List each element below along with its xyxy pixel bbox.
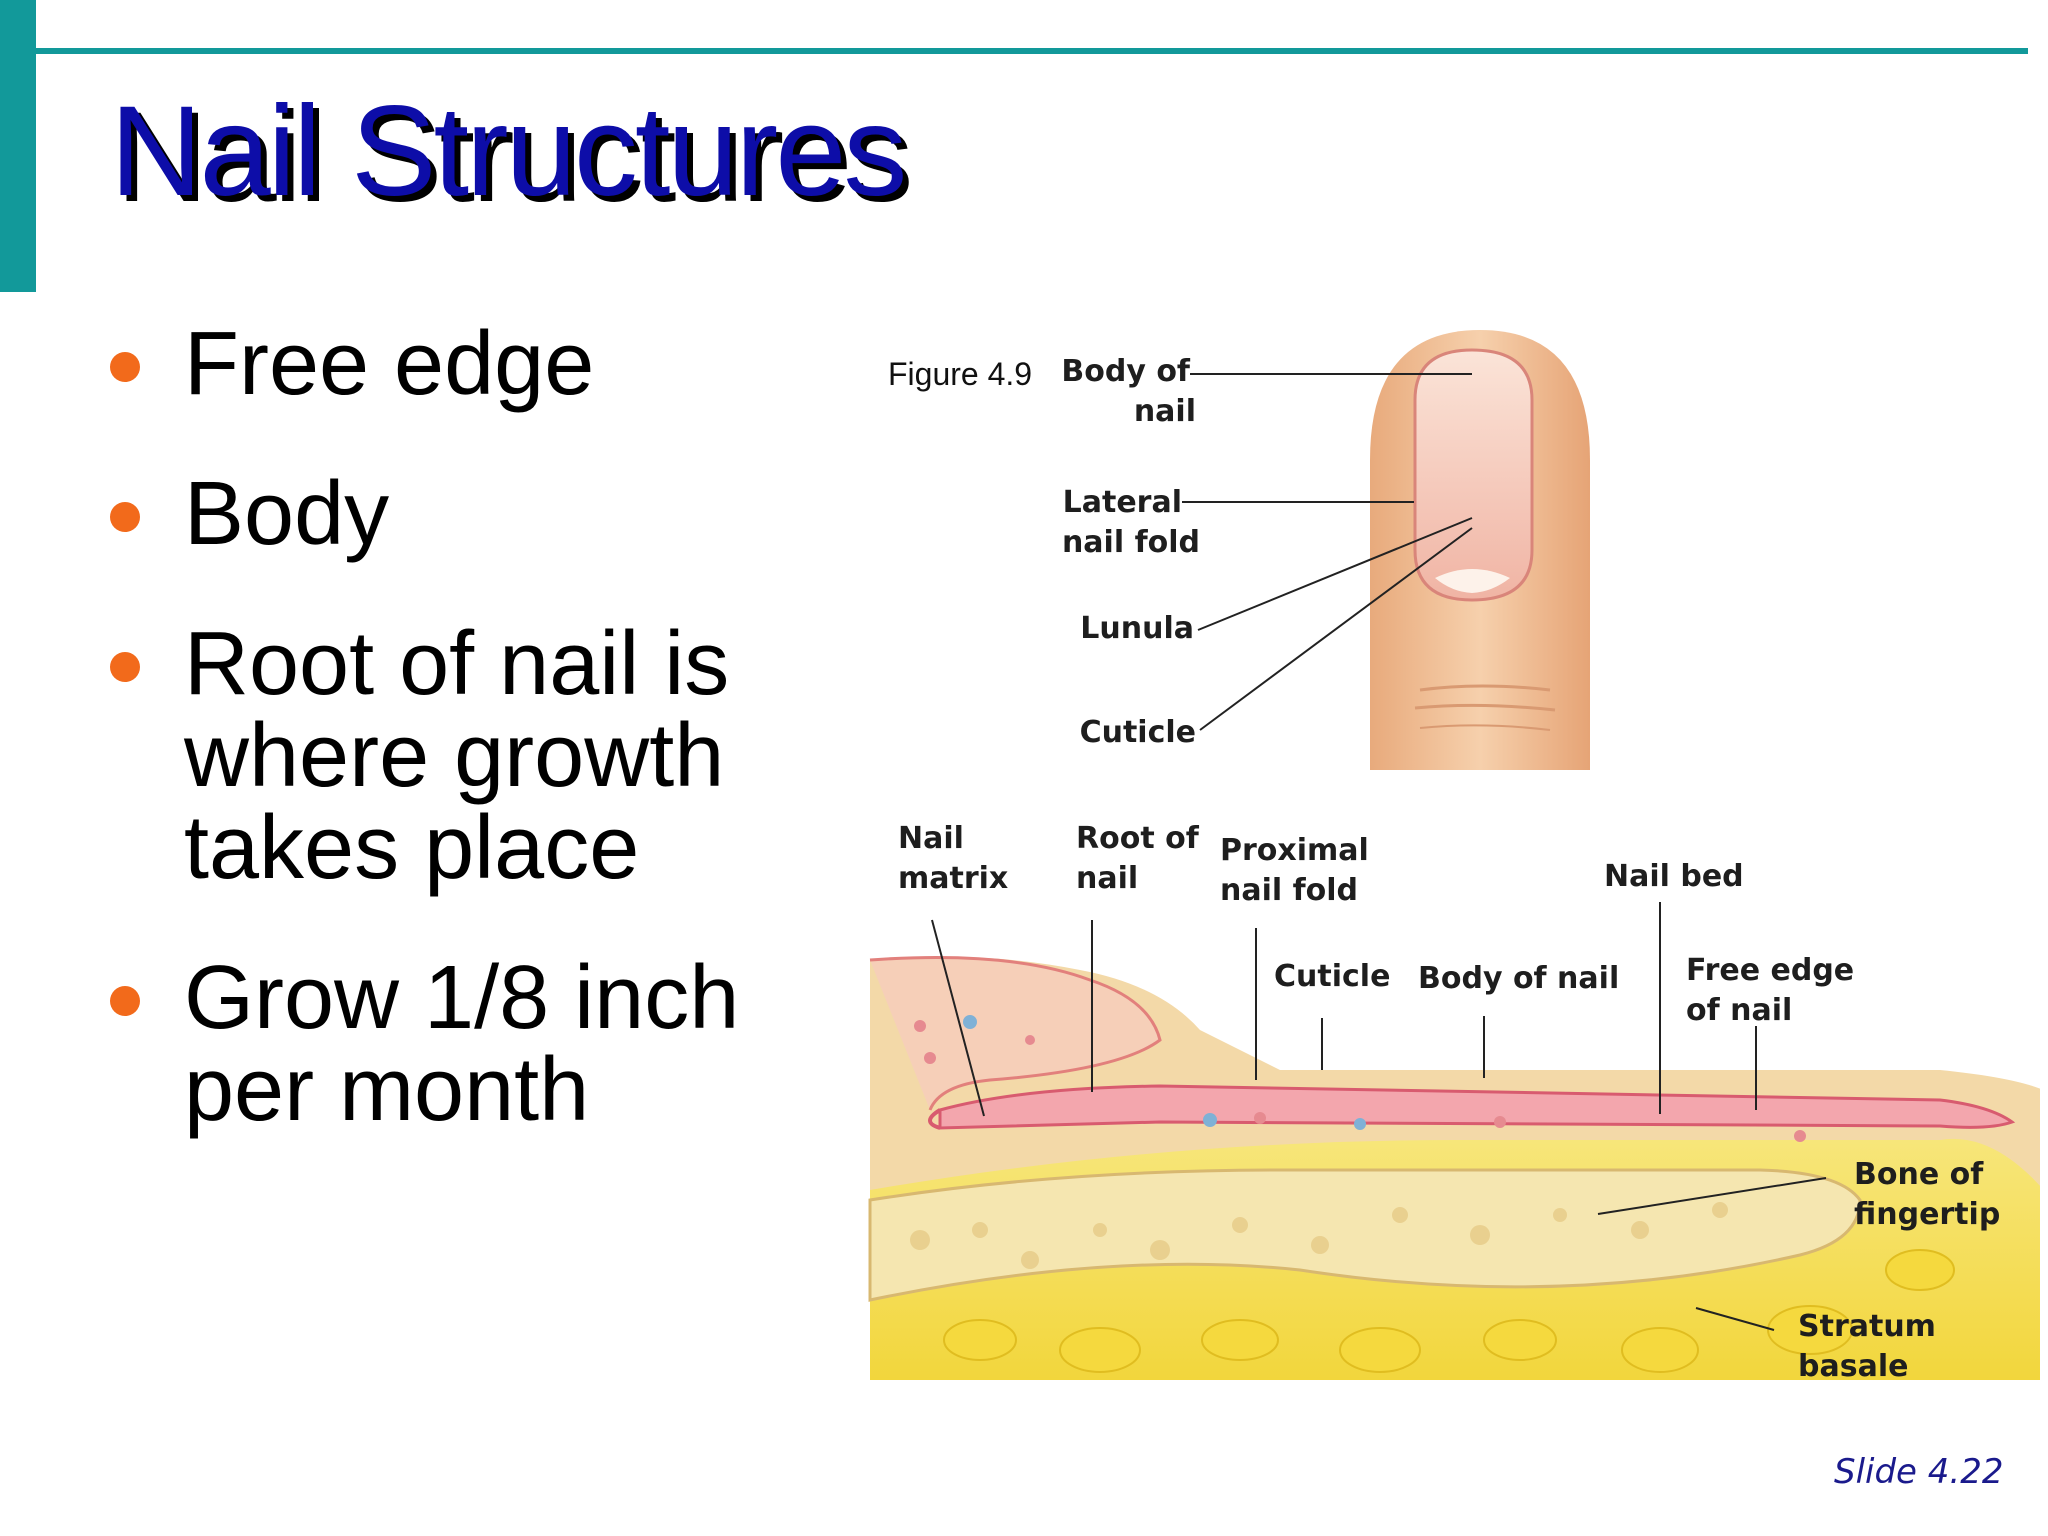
bullet-item: Grow 1/8 inch per month [108, 952, 828, 1136]
leader-line [931, 919, 985, 1117]
bullet-item: Free edge [108, 318, 828, 410]
bullet-text-line: takes place [184, 798, 640, 898]
bullet-dot-icon [110, 652, 140, 682]
label-body-of-nail-top-line2: nail [1134, 394, 1196, 429]
bullet-dot-icon [110, 986, 140, 1016]
bullet-text-line: where growth [184, 706, 725, 806]
accent-rule-top [36, 48, 2028, 54]
bullet-text-line: Grow 1/8 inch [184, 948, 740, 1048]
fingertip-illustration [1370, 330, 1590, 770]
label-nail-bed: Nail bed [1604, 859, 1744, 894]
label-bone-of-fingertip: Bone of [1854, 1157, 1984, 1192]
slide-number: Slide 4.22 [1834, 1452, 2004, 1492]
label-cuticle-top: Cuticle [1080, 715, 1196, 750]
figure-caption: Figure 4.9 [888, 356, 1033, 392]
label-proximal-nail-fold: Proximal [1220, 833, 1369, 868]
bullet-dot-icon [110, 502, 140, 532]
nail-cross-section-illustration [868, 956, 2040, 1380]
label-free-edge-of-nail: Free edge [1686, 953, 1854, 988]
label-root-of-nail: Root of [1076, 821, 1200, 856]
bullet-dot-icon [110, 352, 140, 382]
label-cuticle-section: Cuticle [1274, 959, 1390, 994]
leader-line [1597, 1177, 1827, 1215]
label-root-of-nail-line2: nail [1076, 861, 1138, 896]
bullet-item: Body [108, 468, 828, 560]
label-nail-matrix: Nail [898, 821, 964, 856]
label-lateral-nail-fold: Lateral [1063, 485, 1182, 520]
bullet-text-line: Root of nail is [184, 614, 730, 714]
nail-anatomy-diagram: Body of nail Lateral nail fold Lunula Cu… [868, 330, 2040, 1384]
leader-line [1197, 517, 1473, 631]
label-body-of-nail-section: Body of nail [1418, 961, 1619, 996]
slide-title: Nail Structures [110, 80, 907, 223]
bullet-text-line: per month [184, 1040, 590, 1140]
label-lateral-nail-fold-line2: nail fold [1062, 525, 1200, 560]
bullet-text-line: Free edge [184, 314, 595, 414]
leader-line [1695, 1307, 1775, 1331]
bullet-text-line: Body [184, 464, 390, 564]
leader-line [1199, 527, 1473, 731]
label-bone-of-fingertip-line2: fingertip [1854, 1197, 2000, 1232]
label-nail-matrix-line2: matrix [898, 861, 1008, 896]
label-free-edge-of-nail-line2: of nail [1686, 993, 1792, 1028]
label-lunula: Lunula [1080, 611, 1194, 646]
bullet-item: Root of nail is where growth takes place [108, 618, 828, 894]
label-stratum-basale-line2: basale [1798, 1349, 1908, 1384]
accent-bar-left [0, 0, 36, 292]
bullet-list: Free edge Body Root of nail is where gro… [108, 318, 828, 1194]
label-proximal-nail-fold-line2: nail fold [1220, 873, 1358, 908]
label-stratum-basale: Stratum [1798, 1309, 1936, 1344]
label-body-of-nail-top: Body of [1061, 354, 1191, 389]
